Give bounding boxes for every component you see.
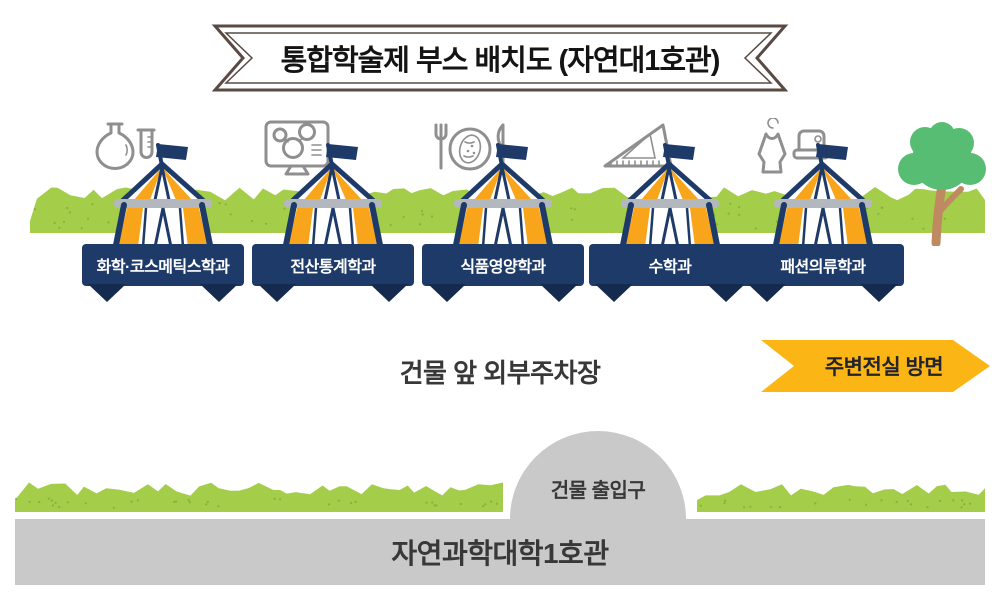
booth-label: 전산통계학과: [290, 259, 376, 276]
booth-label: 화학·코스메틱스학과: [96, 259, 230, 276]
page-title: 통합학술제 부스 배치도 (자연대1호관): [280, 45, 721, 77]
building-label: 자연과학대학1호관: [391, 538, 609, 569]
tent-icon: [278, 140, 388, 256]
ribbon-fold: [860, 284, 898, 302]
ribbon-fold: [748, 284, 786, 302]
ribbon-banner-shape: [211, 24, 789, 92]
booth-food-nutrition: 식품영양학과: [422, 118, 584, 318]
ribbon-fold: [595, 284, 633, 302]
booth-label-banner: 식품영양학과: [422, 244, 584, 302]
tent-icon: [448, 140, 558, 256]
parking-area-label: 건물 앞 외부주차장: [399, 358, 601, 388]
building-bar: 자연과학대학1호관: [15, 519, 985, 585]
ribbon-fold: [200, 284, 238, 302]
lower-right-grass-strip: [697, 484, 985, 512]
booth-label-banner: 패션의류학과: [742, 244, 904, 302]
computer-molecule-icon: [258, 118, 344, 178]
ribbon-fold: [88, 284, 126, 302]
ribbon-fold: [540, 284, 578, 302]
tent-icon: [768, 140, 878, 256]
booth-label-banner: 전산통계학과: [252, 244, 414, 302]
ribbon-fold: [428, 284, 466, 302]
booth-label-banner: 수학과: [589, 244, 751, 302]
fashion-sewing-icon: [748, 118, 834, 178]
booth-label: 패션의류학과: [780, 259, 866, 276]
building-entrance-dome: 건물 출입구: [510, 431, 686, 519]
tent-icon: [615, 140, 725, 256]
lower-left-grass-strip: [15, 482, 503, 512]
chemistry-flask-icon: [88, 118, 174, 178]
ribbon-fold: [370, 284, 408, 302]
ribbon-fold: [258, 284, 296, 302]
booth-mathematics: 수학과: [589, 118, 751, 318]
ribbon-fold: [707, 284, 745, 302]
right-arrow-icon: [761, 340, 990, 392]
tree-icon: [898, 122, 986, 246]
booth-computer-statistics: 전산통계학과: [252, 118, 414, 318]
entrance-label: 건물 출입구: [550, 480, 646, 502]
booth-label-banner: 화학·코스메틱스학과: [82, 244, 244, 302]
direction-arrow: 주변전실 방면: [761, 338, 991, 394]
title-ribbon: 통합학술제 부스 배치도 (자연대1호관): [210, 23, 790, 93]
booth-label: 식품영양학과: [460, 259, 546, 276]
booth-fashion-clothing: 패션의류학과: [742, 118, 904, 318]
booth-chemistry-cosmetics: 화학·코스메틱스학과: [82, 118, 244, 318]
tent-icon: [108, 140, 218, 256]
direction-arrow-label: 주변전실 방면: [824, 356, 944, 379]
booth-label: 수학과: [648, 259, 692, 276]
